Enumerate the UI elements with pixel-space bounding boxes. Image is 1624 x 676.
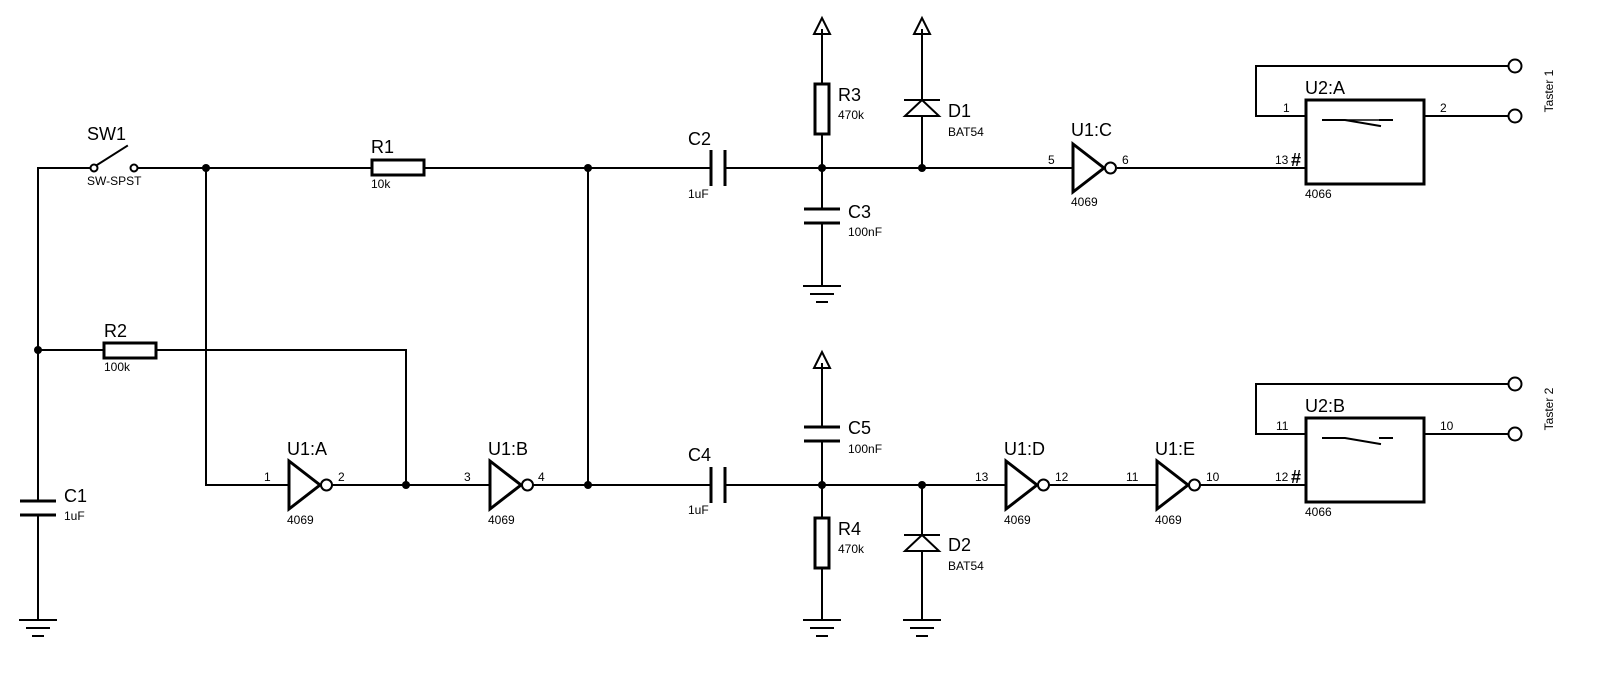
c1-ref: C1	[64, 486, 87, 506]
r1-ref: R1	[371, 137, 394, 157]
r2-value: 100k	[104, 360, 131, 374]
u2a-value: 4066	[1305, 187, 1332, 201]
c1-value: 1uF	[64, 509, 85, 523]
u1d-value: 4069	[1004, 513, 1031, 527]
capacitor-c5[interactable]: C5 100nF	[804, 418, 882, 456]
ground-icon	[803, 619, 841, 637]
u2a-pin-ctrl: 13	[1275, 153, 1289, 167]
sw1-ref: SW1	[87, 124, 126, 144]
inverter-u1c[interactable]: U1:C 4069 5 6	[1048, 120, 1129, 209]
u1c-pin-out: 6	[1122, 153, 1129, 167]
ground-icon	[19, 619, 57, 637]
terminal-icon[interactable]	[1507, 108, 1523, 124]
d1-value: BAT54	[948, 125, 984, 139]
r1-value: 10k	[371, 177, 391, 191]
c3-value: 100nF	[848, 225, 882, 239]
terminals-taster2[interactable]: Taster 2	[1507, 376, 1557, 442]
c2-value: 1uF	[688, 187, 709, 201]
u1c-value: 4069	[1071, 195, 1098, 209]
c4-value: 1uF	[688, 503, 709, 517]
inverter-u1a[interactable]: U1:A 4069 1 2	[264, 439, 345, 527]
resistor-r2[interactable]: R2 100k	[89, 321, 173, 374]
r3-value: 470k	[838, 108, 865, 122]
c2-ref: C2	[688, 129, 711, 149]
u1d-pin-in: 13	[975, 470, 989, 484]
junctions	[34, 164, 926, 489]
u2b-ctrl-mark: #	[1291, 467, 1301, 487]
taster2-label: Taster 2	[1542, 387, 1556, 430]
r2-ref: R2	[104, 321, 127, 341]
ground-icon	[803, 285, 841, 303]
vcc-symbols	[812, 15, 932, 369]
u2b-pin-ctrl: 12	[1275, 470, 1289, 484]
ground-icon	[903, 619, 941, 637]
u1a-pin-out: 2	[338, 470, 345, 484]
capacitor-c3[interactable]: C3 100nF	[804, 202, 882, 239]
r4-ref: R4	[838, 519, 861, 539]
resistor-r3[interactable]: R3 470k	[813, 82, 865, 136]
wires	[37, 29, 1509, 621]
r4-value: 470k	[838, 542, 865, 556]
analog-switch-u2b[interactable]: U2:B 4066 11 10 12 #	[1275, 396, 1454, 519]
c4-ref: C4	[688, 445, 711, 465]
terminal-icon[interactable]	[1507, 376, 1523, 392]
r3-ref: R3	[838, 85, 861, 105]
inverter-u1d[interactable]: U1:D 4069 13 12	[975, 439, 1069, 527]
u2a-pin-out: 2	[1440, 101, 1447, 115]
u1e-value: 4069	[1155, 513, 1182, 527]
u1b-pin-out: 4	[538, 470, 545, 484]
capacitor-c2[interactable]: C2 1uF	[688, 129, 735, 201]
c5-value: 100nF	[848, 442, 882, 456]
u1e-pin-in: 11	[1126, 470, 1139, 484]
switch-sw1[interactable]: SW1 SW-SPST	[87, 124, 142, 188]
u1a-value: 4069	[287, 513, 314, 527]
analog-switch-u2a[interactable]: U2:A 4066 1 2 13 #	[1275, 78, 1447, 201]
u2a-ctrl-mark: #	[1291, 150, 1301, 170]
u2b-pin-out: 10	[1440, 419, 1454, 433]
ground-symbols	[19, 285, 941, 637]
u2a-ref: U2:A	[1305, 78, 1345, 98]
resistor-r4[interactable]: R4 470k	[813, 516, 865, 570]
u1d-ref: U1:D	[1004, 439, 1045, 459]
diode-d1[interactable]: D1 BAT54	[902, 98, 984, 139]
terminals-taster1[interactable]: Taster 1	[1507, 58, 1557, 124]
c5-ref: C5	[848, 418, 871, 438]
u1a-pin-in: 1	[264, 470, 271, 484]
resistor-r1[interactable]: R1 10k	[357, 137, 439, 191]
c3-ref: C3	[848, 202, 871, 222]
u1c-ref: U1:C	[1071, 120, 1112, 140]
u1c-pin-in: 5	[1048, 153, 1055, 167]
inverter-u1b[interactable]: U1:B 4069 3 4	[464, 439, 545, 527]
u1e-pin-out: 10	[1206, 470, 1220, 484]
taster1-label: Taster 1	[1542, 69, 1556, 112]
u1a-ref: U1:A	[287, 439, 327, 459]
u2b-ref: U2:B	[1305, 396, 1345, 416]
u1b-value: 4069	[488, 513, 515, 527]
d2-value: BAT54	[948, 559, 984, 573]
u2a-pin-in: 1	[1283, 101, 1290, 115]
u2b-pin-in: 11	[1276, 419, 1289, 433]
capacitor-c1[interactable]: C1 1uF	[20, 486, 87, 523]
capacitor-c4[interactable]: C4 1uF	[688, 445, 735, 517]
u1b-pin-in: 3	[464, 470, 471, 484]
inverter-u1e[interactable]: U1:E 4069 11 10	[1126, 439, 1220, 527]
d1-ref: D1	[948, 101, 971, 121]
d2-ref: D2	[948, 535, 971, 555]
u1b-ref: U1:B	[488, 439, 528, 459]
u2b-value: 4066	[1305, 505, 1332, 519]
diode-d2[interactable]: D2 BAT54	[902, 533, 984, 573]
u1e-ref: U1:E	[1155, 439, 1195, 459]
terminal-icon[interactable]	[1507, 58, 1523, 74]
terminal-icon[interactable]	[1507, 426, 1523, 442]
sw1-value: SW-SPST	[87, 174, 142, 188]
u1d-pin-out: 12	[1055, 470, 1069, 484]
